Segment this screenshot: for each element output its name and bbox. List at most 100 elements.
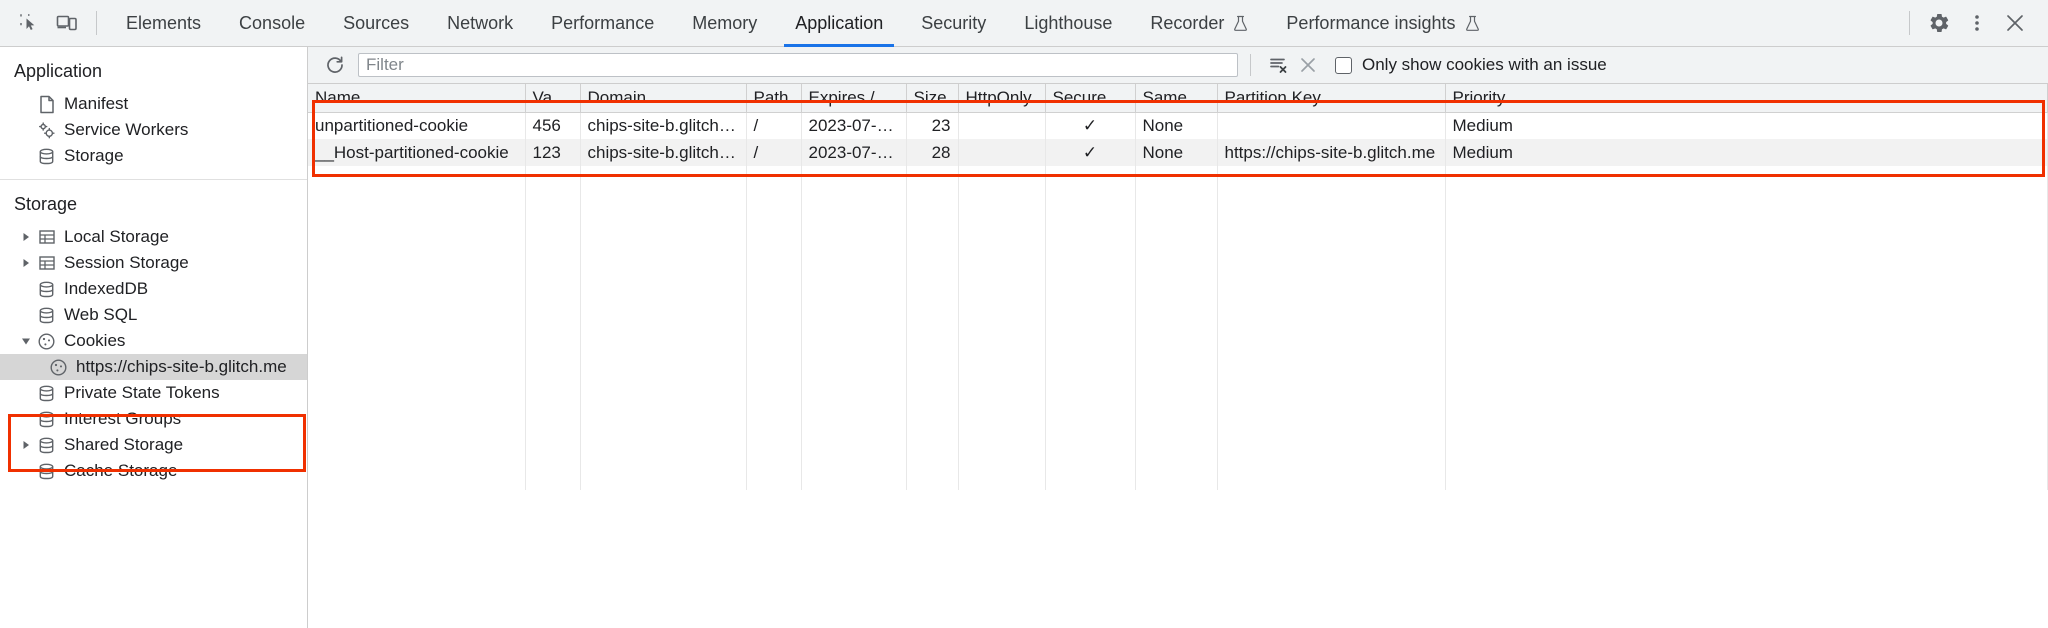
sidebar-item-label: Shared Storage (64, 435, 184, 454)
cookies-table: Name Value Domain Path Expires / M… Size… (308, 84, 2048, 490)
tab-performance[interactable]: Performance (532, 0, 673, 47)
tab-label: Sources (343, 12, 410, 33)
sidebar-item-local-storage[interactable]: Local Storage (0, 224, 307, 250)
tab-application[interactable]: Application (776, 0, 902, 47)
device-toolbar-icon[interactable] (48, 5, 86, 41)
table-empty-row (308, 274, 2048, 301)
close-icon[interactable] (1996, 5, 2034, 41)
sidebar-item-label: Web SQL (64, 305, 138, 324)
sidebar-item-label: Cache Storage (64, 461, 178, 480)
database-icon (34, 462, 59, 481)
column-header-value[interactable]: Value (525, 84, 581, 113)
only-issues-checkbox[interactable] (1335, 56, 1352, 74)
sidebar-item-cookies[interactable]: Cookies (0, 328, 307, 354)
refresh-icon[interactable] (320, 51, 350, 79)
more-vertical-icon[interactable] (1958, 5, 1996, 41)
database-icon (34, 306, 59, 325)
sidebar-item-web-sql[interactable]: Web SQL (0, 302, 307, 328)
only-issues-toggle[interactable]: Only show cookies with an issue (1335, 55, 1607, 75)
table-empty-row (308, 382, 2048, 409)
table-empty-row (308, 328, 2048, 355)
sidebar-item-private-state-tokens[interactable]: Private State Tokens (0, 380, 307, 406)
tab-sources[interactable]: Sources (324, 0, 428, 47)
table-grid-icon (34, 228, 59, 246)
table-empty-row (308, 436, 2048, 463)
table-empty-row (308, 166, 2048, 193)
tab-recorder[interactable]: Recorder (1131, 0, 1267, 47)
toolbar-divider (1909, 11, 1910, 35)
cell-value: 456 (525, 112, 581, 139)
cookies-filter-bar: Only show cookies with an issue (308, 47, 2048, 84)
tab-label: Elements (126, 12, 202, 33)
chevron-right-icon[interactable] (18, 440, 34, 450)
table-row[interactable]: unpartitioned-cookie 456 chips-site-b.gl… (308, 112, 2048, 139)
table-empty-row (308, 247, 2048, 274)
cell-priority: Medium (1445, 112, 2048, 139)
column-header-size[interactable]: Size (906, 84, 959, 113)
column-header-httponly[interactable]: HttpOnly (958, 84, 1046, 113)
chevron-right-icon[interactable] (18, 258, 34, 268)
column-header-path[interactable]: Path (746, 84, 802, 113)
tab-label: Memory (692, 12, 758, 33)
sidebar-item-cookie-origin[interactable]: https://chips-site-b.glitch.me (0, 354, 307, 380)
column-header-partition-key[interactable]: Partition Key (1217, 84, 1446, 113)
sidebar-item-label: Interest Groups (64, 409, 182, 428)
tab-elements[interactable]: Elements (107, 0, 220, 47)
sidebar-item-shared-storage[interactable]: Shared Storage (0, 432, 307, 458)
tab-label: Console (239, 12, 306, 33)
tab-label: Recorder (1150, 12, 1225, 33)
sidebar-item-storage[interactable]: Storage (0, 143, 307, 169)
column-header-priority[interactable]: Priority (1445, 84, 2048, 113)
tab-security[interactable]: Security (902, 0, 1005, 47)
sidebar-item-label: Cookies (64, 331, 126, 350)
table-empty-row (308, 409, 2048, 436)
tab-label: Application (795, 12, 884, 33)
database-icon (34, 436, 59, 455)
sidebar-item-label: Storage (64, 146, 124, 165)
tab-memory[interactable]: Memory (673, 0, 776, 47)
column-header-domain[interactable]: Domain (580, 84, 747, 113)
table-row[interactable]: __Host-partitioned-cookie 123 chips-site… (308, 139, 2048, 166)
devtools-body: Application Manifest (0, 47, 2048, 628)
sidebar-item-label: Session Storage (64, 253, 189, 272)
sidebar-item-cache-storage[interactable]: Cache Storage (0, 458, 307, 484)
sidebar-item-label: Manifest (64, 94, 129, 113)
tab-performance-insights[interactable]: Performance insights (1267, 0, 1498, 47)
column-header-name[interactable]: Name (308, 84, 526, 113)
chevron-down-icon[interactable] (18, 337, 34, 346)
sidebar-item-label: IndexedDB (64, 279, 149, 298)
cell-domain: chips-site-b.glitch.me (580, 139, 747, 166)
cell-name: __Host-partitioned-cookie (308, 139, 526, 166)
column-header-expires[interactable]: Expires / M… (801, 84, 907, 113)
chevron-right-icon[interactable] (18, 232, 34, 242)
toolbar-right-actions (1899, 5, 2040, 41)
table-empty-row (308, 463, 2048, 490)
inspect-element-icon[interactable] (10, 5, 48, 41)
column-header-samesite[interactable]: SameSite (1135, 84, 1218, 113)
tab-network[interactable]: Network (428, 0, 532, 47)
table-header-row: Name Value Domain Path Expires / M… Size… (308, 84, 2048, 113)
sidebar-item-interest-groups[interactable]: Interest Groups (0, 406, 307, 432)
clear-all-icon[interactable] (1293, 51, 1323, 79)
tab-lighthouse[interactable]: Lighthouse (1005, 0, 1131, 47)
toolbar-divider (96, 11, 97, 35)
sidebar-item-indexeddb[interactable]: IndexedDB (0, 276, 307, 302)
sidebar-section-application: Application Manifest (0, 47, 307, 179)
cell-path: / (746, 112, 802, 139)
table-empty-row (308, 355, 2048, 382)
sidebar-item-manifest[interactable]: Manifest (0, 91, 307, 117)
sidebar-item-service-workers[interactable]: Service Workers (0, 117, 307, 143)
sidebar-section-storage: Storage Local Storage (0, 179, 307, 494)
experiment-flask-icon (1465, 15, 1480, 32)
tab-console[interactable]: Console (220, 0, 324, 47)
column-header-secure[interactable]: Secure (1045, 84, 1136, 113)
cell-samesite: None (1135, 112, 1218, 139)
clear-filter-icon[interactable] (1263, 51, 1293, 79)
search-input[interactable] (358, 53, 1238, 77)
database-icon (34, 384, 59, 403)
sidebar-item-session-storage[interactable]: Session Storage (0, 250, 307, 276)
gear-icon[interactable] (1920, 5, 1958, 41)
cell-expires: 2023-07-07… (801, 139, 907, 166)
cell-partition-key: https://chips-site-b.glitch.me (1217, 139, 1446, 166)
